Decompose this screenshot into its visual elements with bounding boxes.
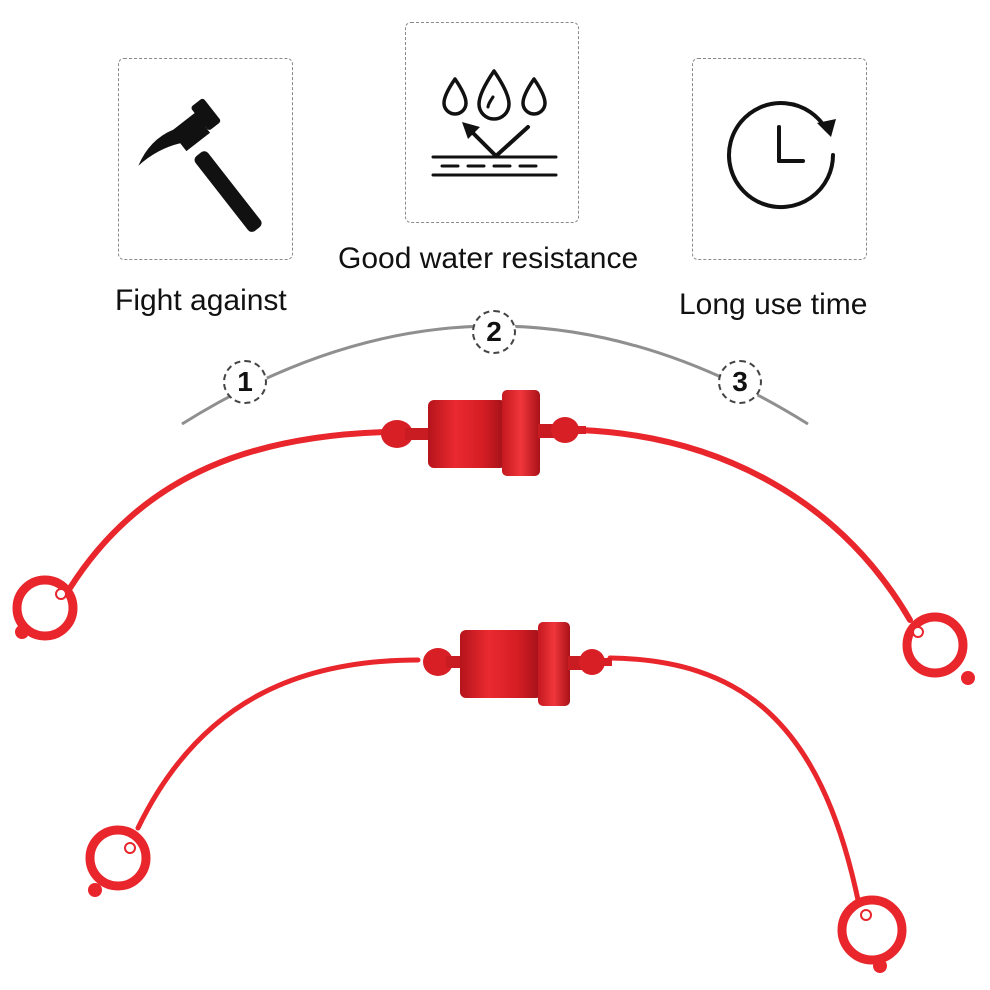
feature-label-3: Long use time [679,288,868,321]
step-badge-2: 2 [472,310,516,354]
feature-box-2 [405,22,579,223]
step-badge-1: 1 [223,360,267,404]
feature-box-3 [692,58,867,260]
dust-cap-upper [12,390,975,685]
feature-label-1: Fight against [115,284,287,317]
dust-cap-lower [85,622,907,973]
water-drops-icon [431,69,558,177]
clock-icon [727,101,836,210]
feature-box-1 [118,58,293,260]
step-badge-3: 3 [718,360,762,404]
feature-label-2: Good water resistance [338,242,639,275]
hammer-icon [138,98,262,232]
